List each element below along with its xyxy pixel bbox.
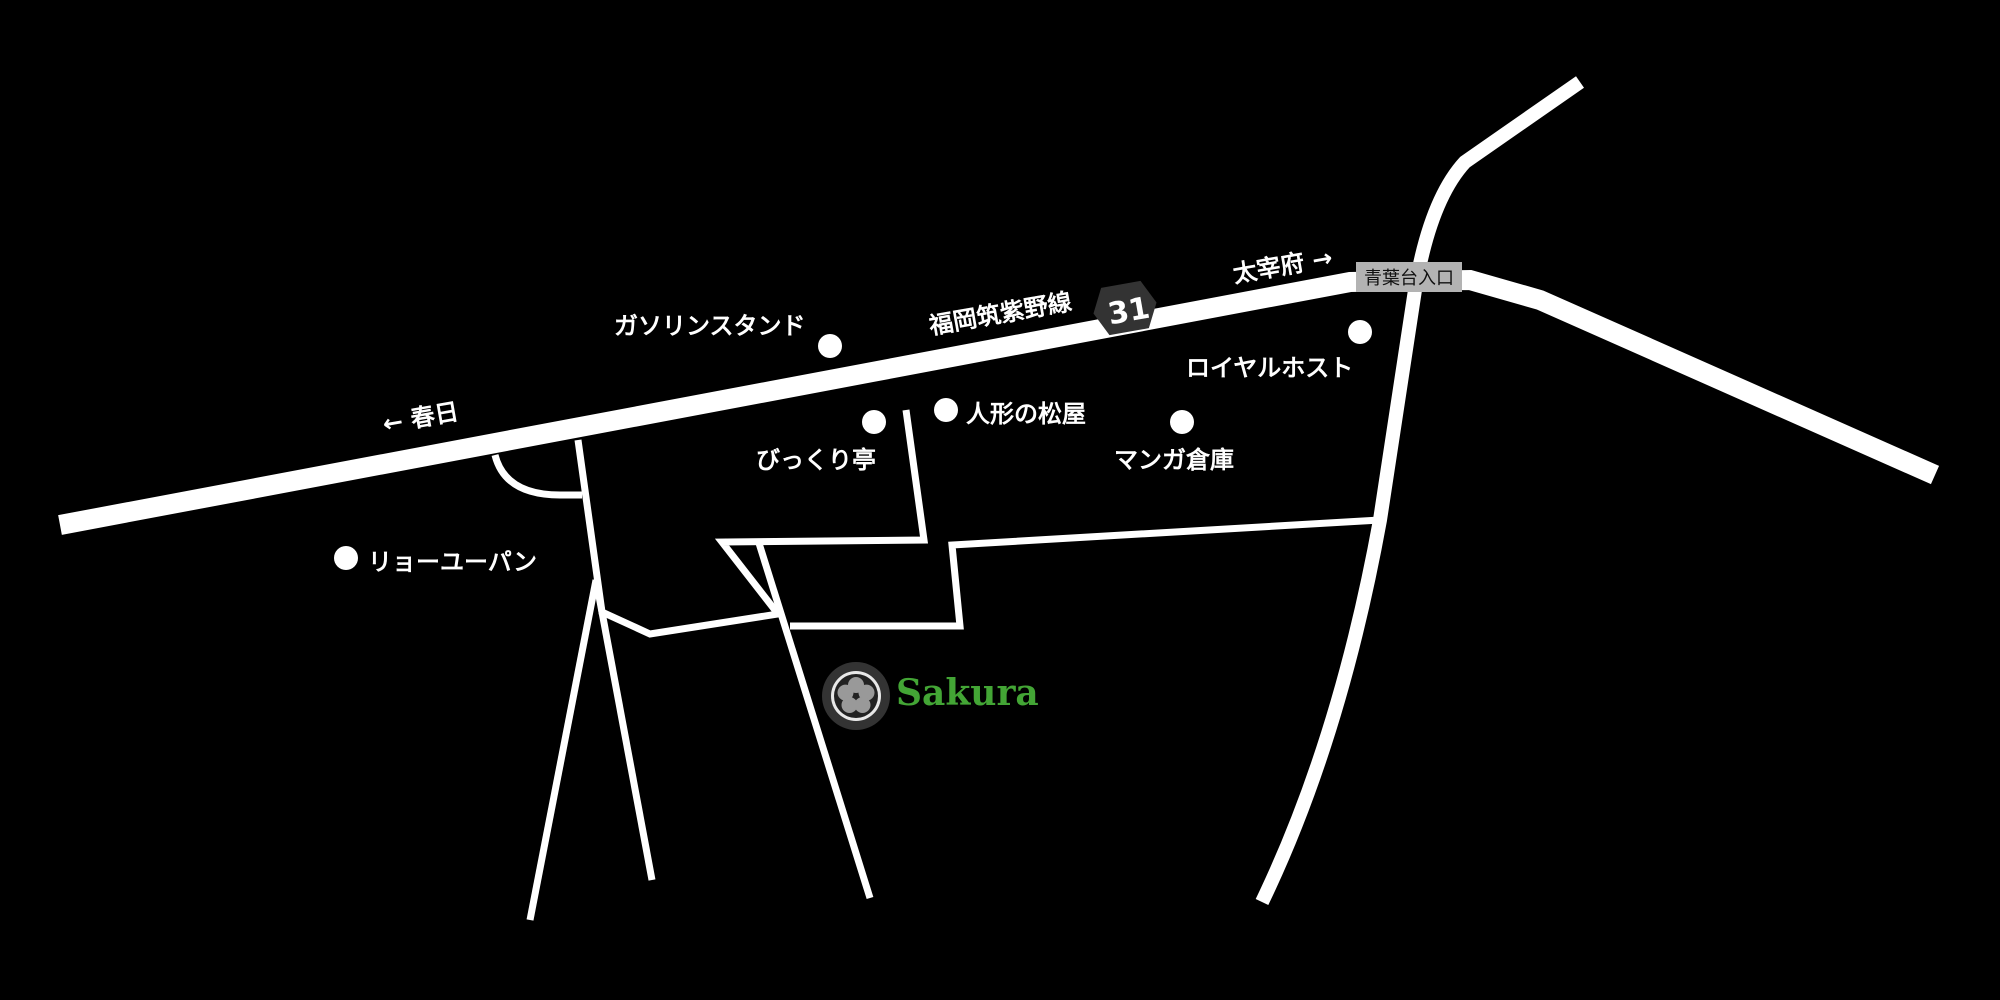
minor-road-5 (790, 516, 1381, 630)
main-road (58, 269, 1940, 535)
landmark-royal-host: ロイヤルホスト (1186, 354, 1354, 382)
minor-road-4 (754, 538, 874, 900)
landmark-manga-soko: マンガ倉庫 (1114, 446, 1234, 474)
landmark-ryoyu-pan: リョーユーパン (368, 548, 537, 576)
destination-sakura: Sakura (896, 672, 1039, 714)
landmark-dot (1348, 320, 1372, 344)
landmark-dot (934, 398, 958, 422)
landmark-gas-station: ガソリンスタンド (614, 312, 806, 340)
minor-road-2 (526, 579, 600, 921)
landmark-dot (818, 334, 842, 358)
intersection-badge: 青葉台入口 (1356, 262, 1462, 292)
landmark-dot (334, 546, 358, 570)
route-shield (1093, 280, 1157, 336)
landmark-dot (862, 410, 886, 434)
minor-road-3 (592, 579, 656, 881)
landmark-ningyo-matsuya: 人形の松屋 (966, 400, 1086, 428)
route-number: 31 (1105, 290, 1153, 333)
landmark-bikkuritei: びっくり亭 (756, 446, 876, 474)
landmark-dot (1170, 410, 1194, 434)
loop-road (491, 454, 582, 499)
north-south-road (1255, 76, 1584, 906)
sakura-logo-icon (822, 662, 890, 730)
